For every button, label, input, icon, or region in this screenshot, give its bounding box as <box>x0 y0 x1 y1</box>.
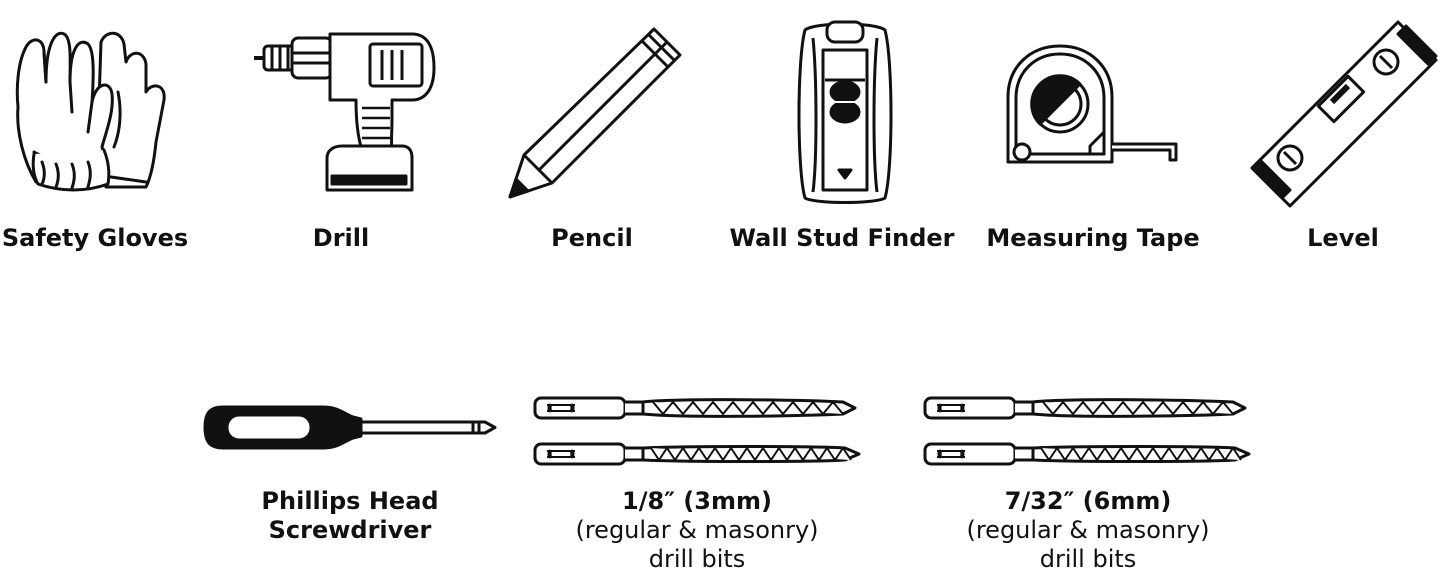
tool-label-level: Level <box>1307 224 1379 252</box>
tool-label-drill-bits-small: 1/8″ (3mm) (regular & masonry) drill bit… <box>575 487 819 573</box>
drill-bits-icon-2 <box>923 394 1253 469</box>
safety-gloves-icon <box>6 22 176 197</box>
drill-icon <box>252 28 437 193</box>
pencil-icon <box>504 25 684 200</box>
tool-label-screwdriver: Phillips Head Screwdriver <box>261 487 439 544</box>
tool-label-pencil: Pencil <box>551 224 633 252</box>
tool-label-stud-finder: Wall Stud Finder <box>729 224 955 252</box>
tool-label-safety-gloves: Safety Gloves <box>1 224 189 252</box>
tool-label-drill-bits-large: 7/32″ (6mm) (regular & masonry) drill bi… <box>966 487 1210 573</box>
drill-bits-icon-1 <box>533 394 863 469</box>
tool-label-measuring-tape: Measuring Tape <box>986 224 1200 252</box>
tool-label-drill: Drill <box>312 224 370 252</box>
measuring-tape-icon <box>1000 42 1186 172</box>
screwdriver-icon <box>203 405 498 450</box>
level-icon <box>1248 18 1440 210</box>
stud-finder-icon <box>795 20 895 205</box>
